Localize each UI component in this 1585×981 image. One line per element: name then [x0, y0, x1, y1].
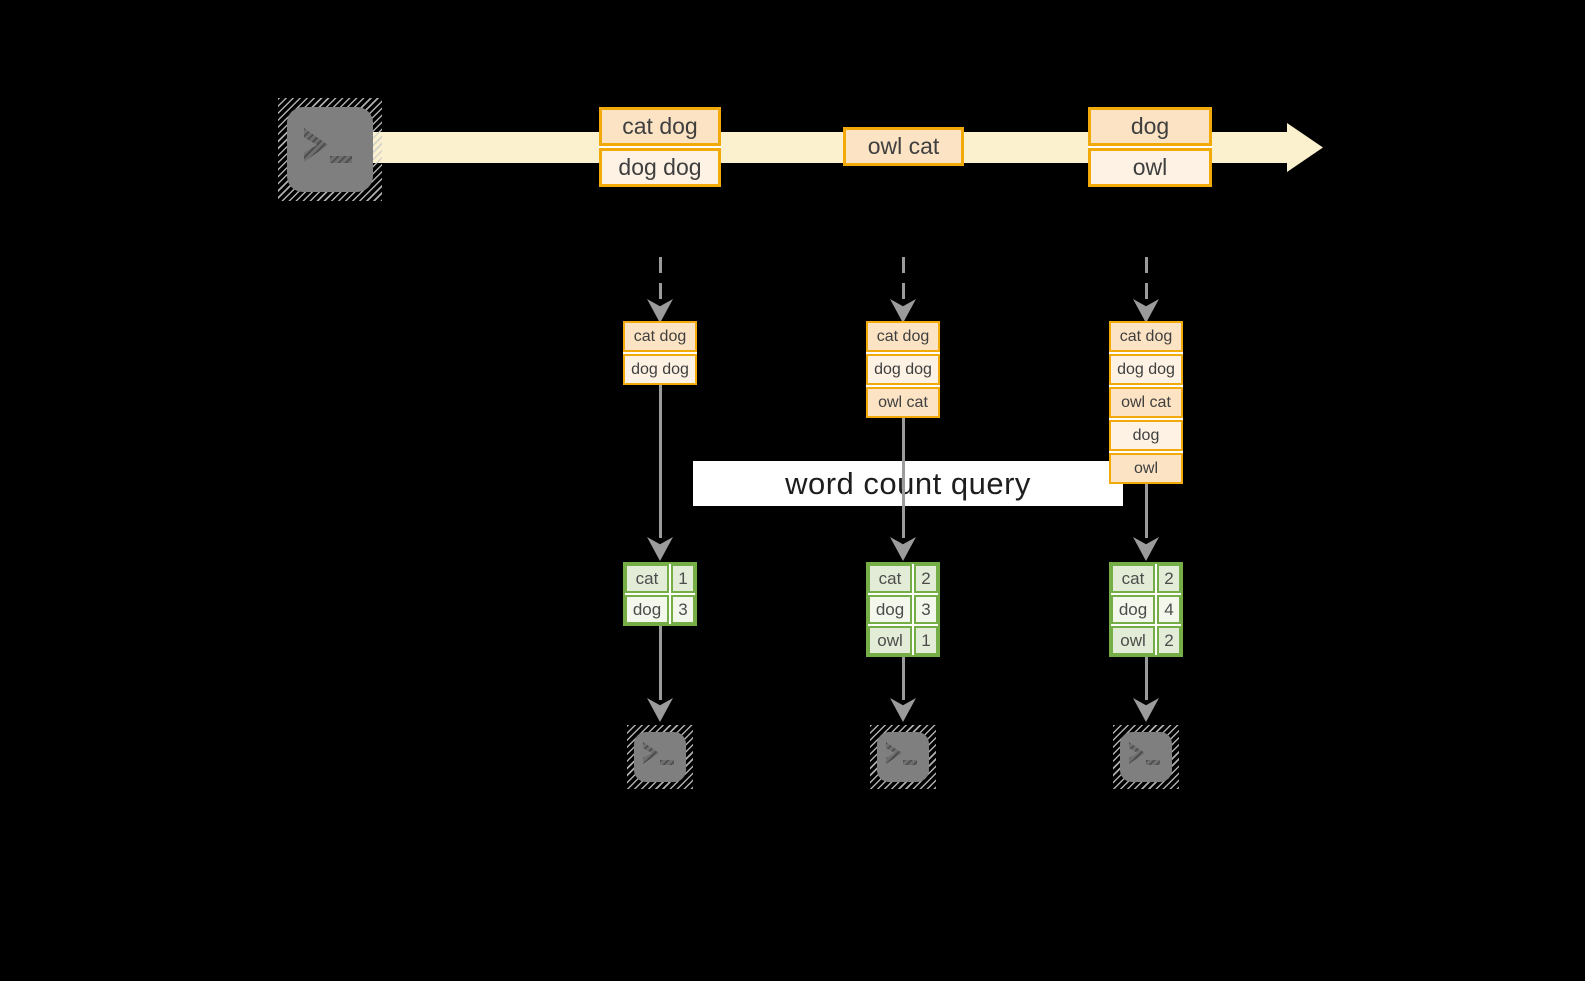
stream-batch-3: dog owl — [1088, 107, 1212, 187]
dashed-arrow-line — [659, 257, 662, 302]
state-row: dog — [1109, 420, 1183, 451]
state-box-1: cat dog dog dog — [623, 321, 697, 385]
batch-row: owl cat — [843, 127, 964, 166]
sink-terminal-icon-2 — [870, 725, 936, 789]
state-row: dog dog — [866, 354, 940, 385]
prompt-underscore-icon — [660, 760, 674, 765]
source-terminal-icon — [278, 98, 382, 201]
state-row: cat dog — [623, 321, 697, 352]
count-cell: 4 — [1157, 595, 1181, 624]
word-cell: dog — [625, 595, 669, 624]
result-table-2: cat 2 dog 3 owl 1 — [866, 562, 940, 657]
arrow-line — [1145, 484, 1148, 538]
terminal-body — [287, 107, 373, 192]
state-row: owl — [1109, 453, 1183, 484]
arrow-line — [1145, 657, 1148, 700]
batch-row: cat dog — [599, 107, 721, 146]
sink-terminal-icon-3 — [1113, 725, 1179, 789]
state-row: owl cat — [1109, 387, 1183, 418]
state-box-2: cat dog dog dog owl cat — [866, 321, 940, 418]
result-table-3: cat 2 dog 4 owl 2 — [1109, 562, 1183, 657]
arrow-line — [659, 385, 662, 538]
dashed-arrow-line — [1145, 257, 1148, 302]
prompt-underscore-icon — [330, 156, 352, 163]
state-row: owl cat — [866, 387, 940, 418]
query-label: word count query — [693, 461, 1123, 506]
count-cell: 2 — [914, 564, 938, 593]
arrow-line — [902, 418, 905, 538]
terminal-body — [1120, 732, 1172, 782]
arrowhead-icon — [1133, 698, 1159, 722]
result-table-1: cat 1 dog 3 — [623, 562, 697, 626]
count-cell: 3 — [914, 595, 938, 624]
word-cell: cat — [868, 564, 912, 593]
count-cell: 3 — [671, 595, 695, 624]
arrow-line — [659, 626, 662, 700]
arrowhead-icon — [890, 299, 916, 323]
stream-arrowhead-icon — [1287, 123, 1323, 172]
terminal-body — [634, 732, 686, 782]
stream-batch-2: owl cat — [843, 127, 964, 166]
word-cell: owl — [1111, 626, 1155, 655]
state-row: dog dog — [1109, 354, 1183, 385]
count-cell: 2 — [1157, 626, 1181, 655]
state-row: dog dog — [623, 354, 697, 385]
terminal-body — [877, 732, 929, 782]
state-box-3: cat dog dog dog owl cat dog owl — [1109, 321, 1183, 484]
word-cell: dog — [868, 595, 912, 624]
stream-batch-1: cat dog dog dog — [599, 107, 721, 187]
prompt-underscore-icon — [1146, 760, 1160, 765]
state-row: cat dog — [866, 321, 940, 352]
arrowhead-icon — [1133, 537, 1159, 561]
arrowhead-icon — [647, 537, 673, 561]
word-cell: cat — [1111, 564, 1155, 593]
arrowhead-icon — [890, 698, 916, 722]
arrowhead-icon — [1133, 299, 1159, 323]
count-cell: 1 — [914, 626, 938, 655]
count-cell: 2 — [1157, 564, 1181, 593]
arrow-line — [902, 657, 905, 700]
arrowhead-icon — [647, 698, 673, 722]
word-cell: dog — [1111, 595, 1155, 624]
batch-row: dog dog — [599, 148, 721, 187]
batch-row: dog — [1088, 107, 1212, 146]
state-row: cat dog — [1109, 321, 1183, 352]
prompt-underscore-icon — [903, 760, 917, 765]
count-cell: 1 — [671, 564, 695, 593]
batch-row: owl — [1088, 148, 1212, 187]
word-cell: owl — [868, 626, 912, 655]
arrowhead-icon — [890, 537, 916, 561]
word-cell: cat — [625, 564, 669, 593]
dashed-arrow-line — [902, 257, 905, 302]
sink-terminal-icon-1 — [627, 725, 693, 789]
arrowhead-icon — [647, 299, 673, 323]
